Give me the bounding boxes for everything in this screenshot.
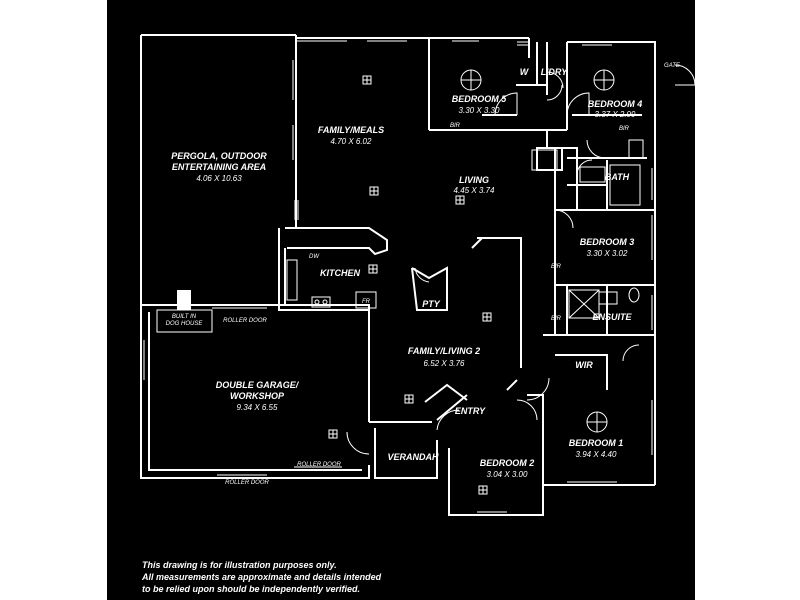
dog-house-label-2: DOG HOUSE: [166, 321, 204, 327]
family-living2-label: FAMILY/LIVING 2: [408, 346, 480, 356]
bedroom5-label: BEDROOM 5: [452, 94, 508, 104]
garage-label-2: WORKSHOP: [230, 391, 285, 401]
bath-vanity: [579, 166, 606, 183]
garage-label-1: DOUBLE GARAGE/: [216, 380, 300, 390]
family-living2-size: 6.52 X 3.76: [424, 359, 465, 368]
roller-door-front-label: ROLLER DOOR: [225, 480, 269, 486]
verandah-label: VERANDAH: [387, 452, 439, 462]
fridge-label: FR: [362, 299, 371, 305]
cooktop: [311, 296, 331, 308]
ceiling-fans: [460, 69, 615, 433]
bedroom3-label: BEDROOM 3: [580, 237, 635, 247]
disclaimer-line-3: to be relied upon should be independentl…: [142, 584, 360, 594]
dishwasher-label: DW: [309, 254, 320, 260]
family-meals-size: 4.70 X 6.02: [331, 137, 372, 146]
doors: [346, 64, 695, 455]
bedroom1-label: BEDROOM 1: [569, 438, 624, 448]
fixtures: [286, 139, 644, 319]
bedroom4-robe: BIR: [619, 126, 630, 132]
gate-label: GATE: [664, 63, 681, 69]
roller-door-right-label: ROLLER DOOR: [297, 462, 341, 468]
bedroom5-size: 3.30 X 3.30: [459, 106, 500, 115]
pantry-label: PTY: [422, 299, 441, 309]
toilet-ensuite: [628, 287, 640, 303]
bathtub: [609, 164, 641, 206]
garage-size: 9.34 X 6.55: [237, 403, 278, 412]
light-fittings: [328, 75, 492, 495]
disclaimer: This drawing is for illustration purpose…: [141, 560, 382, 594]
dog-house-label-1: BUILT IN: [172, 314, 197, 320]
kitchen-sink: [286, 259, 298, 301]
floor-plan-drawing: PERGOLA, OUTDOOR ENTERTAINING AREA 4.06 …: [140, 34, 695, 594]
pergola-size: 4.06 X 10.63: [196, 174, 242, 183]
living-label: LIVING: [459, 175, 489, 185]
bedroom4-label: BEDROOM 4: [588, 99, 643, 109]
laundry-tub: [531, 149, 558, 171]
wir-label: WIR: [575, 360, 593, 370]
ensuite-robe: BIR: [551, 316, 562, 322]
laundry-label: L'DRY: [541, 67, 568, 77]
bedroom2-label: BEDROOM 2: [480, 458, 535, 468]
disclaimer-line-1: This drawing is for illustration purpose…: [142, 560, 337, 570]
disclaimer-line-2: All measurements are approximate and det…: [141, 572, 382, 582]
windows: [140, 37, 656, 516]
bath-label: BATH: [605, 172, 630, 182]
room-labels: PERGOLA, OUTDOOR ENTERTAINING AREA 4.06 …: [166, 63, 681, 486]
bedroom3-size: 3.30 X 3.02: [587, 249, 628, 258]
kitchen-label: KITCHEN: [320, 268, 360, 278]
floor-plan-sheet: PERGOLA, OUTDOOR ENTERTAINING AREA 4.06 …: [107, 0, 695, 600]
wc-label: W: [520, 67, 530, 77]
bedroom4-size: 3.37 X 2.99: [595, 110, 636, 119]
basin-ensuite: [598, 291, 618, 305]
bedroom5-robe: BIR: [450, 123, 461, 129]
fridge: [355, 291, 377, 309]
roller-door-side-label: ROLLER DOOR: [223, 318, 267, 324]
family-meals-label: FAMILY/MEALS: [318, 125, 384, 135]
ensuite-label: ENSUITE: [592, 312, 632, 322]
bedroom1-size: 3.94 X 4.40: [576, 450, 617, 459]
dog-house: [156, 290, 213, 333]
entry-label: ENTRY: [455, 406, 486, 416]
living-size: 4.45 X 3.74: [454, 186, 495, 195]
toilet-bath: [628, 139, 644, 159]
bedroom2-size: 3.04 X 3.00: [487, 470, 528, 479]
pergola-label-2: ENTERTAINING AREA: [172, 162, 266, 172]
interior-walls: [278, 42, 655, 485]
pergola-label-1: PERGOLA, OUTDOOR: [171, 151, 267, 161]
bedroom3-robe: BIR: [551, 264, 562, 270]
